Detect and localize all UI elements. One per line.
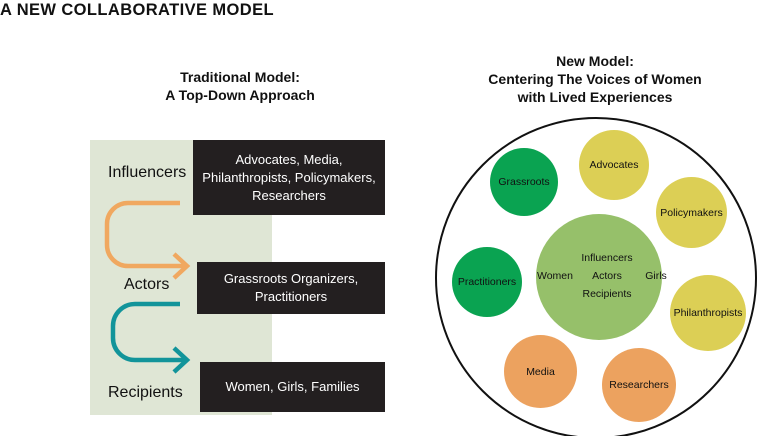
center-item-recipients: Recipients	[582, 288, 632, 300]
advocates-circle: Advocates	[579, 130, 649, 200]
new-model-title: New Model: Centering The Voices of Women…	[460, 52, 730, 106]
practitioners-circle: Practitioners	[452, 247, 522, 317]
philanthropists-circle: Philanthropists	[670, 275, 746, 351]
center-item-actors: Actors	[592, 270, 622, 282]
center-right-label: Girls	[645, 270, 667, 282]
influencers-box-line-2: Philanthropists, Policymakers,	[202, 169, 376, 185]
influencers-box-line-1: Advocates, Media,	[235, 151, 343, 167]
policymakers-circle: Policymakers	[656, 177, 727, 248]
actors-box: Grassroots Organizers, Practitioners	[197, 262, 385, 314]
outer-ring	[435, 117, 757, 436]
new-model-title-line-1: New Model:	[556, 53, 634, 69]
new-model-title-line-2: Centering The Voices of Women	[488, 71, 702, 87]
actors-box-line-2: Practitioners	[254, 289, 328, 304]
recipients-box: Women, Girls, Families	[200, 362, 385, 412]
center-circle	[536, 214, 662, 340]
teal-arrow	[110, 301, 191, 374]
orange-arrow	[104, 200, 191, 280]
grassroots-circle: Grassroots	[490, 148, 558, 216]
researchers-circle: Researchers	[602, 348, 676, 422]
media-circle: Media	[504, 335, 577, 408]
influencers-label: Influencers	[108, 164, 187, 181]
influencers-box: Advocates, Media, Philanthropists, Polic…	[193, 140, 385, 215]
center-item-influencers: Influencers	[581, 252, 633, 264]
actors-label: Actors	[124, 276, 170, 293]
traditional-title-line-1: Traditional Model:	[180, 69, 300, 85]
traditional-title-line-2: A Top-Down Approach	[165, 87, 315, 103]
traditional-model-title: Traditional Model: A Top-Down Approach	[130, 68, 350, 104]
actors-box-line-1: Grassroots Organizers,	[223, 271, 359, 286]
page-title: A NEW COLLABORATIVE MODEL	[0, 1, 274, 19]
influencers-box-line-3: Researchers	[252, 187, 326, 203]
center-left-label: Women	[537, 270, 573, 282]
recipients-label: Recipients	[108, 384, 183, 401]
new-model-title-line-3: with Lived Experiences	[517, 89, 673, 105]
recipients-box-line-1: Women, Girls, Families	[225, 379, 360, 394]
